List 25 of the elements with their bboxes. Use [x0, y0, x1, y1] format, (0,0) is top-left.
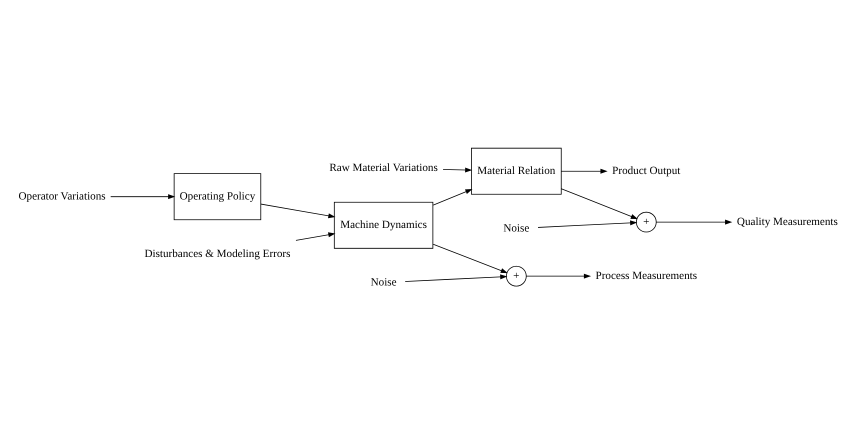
arrow: [560, 168, 608, 174]
node-box: Operating Policy: [174, 172, 262, 220]
arrow: [560, 188, 638, 219]
arrow: [404, 274, 508, 282]
arrow: [432, 188, 473, 206]
arrow: [260, 203, 336, 218]
node-text: Quality Measurements: [736, 216, 838, 228]
node-box: Machine Dynamics: [334, 201, 434, 248]
node-text: Raw Material Variations: [329, 161, 438, 174]
node-text: Disturbances & Modeling Errors: [144, 247, 290, 260]
node-text: Operator Variations: [18, 190, 106, 202]
node-circle: +: [506, 265, 527, 286]
arrow: [526, 273, 592, 278]
node-circle: +: [636, 211, 657, 232]
arrow: [432, 243, 508, 273]
node-text: Process Measurements: [596, 270, 698, 282]
arrow: [110, 194, 176, 199]
arrow: [442, 167, 472, 172]
arrow: [296, 232, 336, 240]
arrow: [656, 219, 732, 224]
node-text: Product Output: [612, 164, 680, 177]
node-text: Noise: [503, 222, 530, 234]
arrow: [538, 220, 638, 228]
node-box: Material Relation: [471, 147, 562, 194]
node-text: Noise: [370, 276, 397, 288]
